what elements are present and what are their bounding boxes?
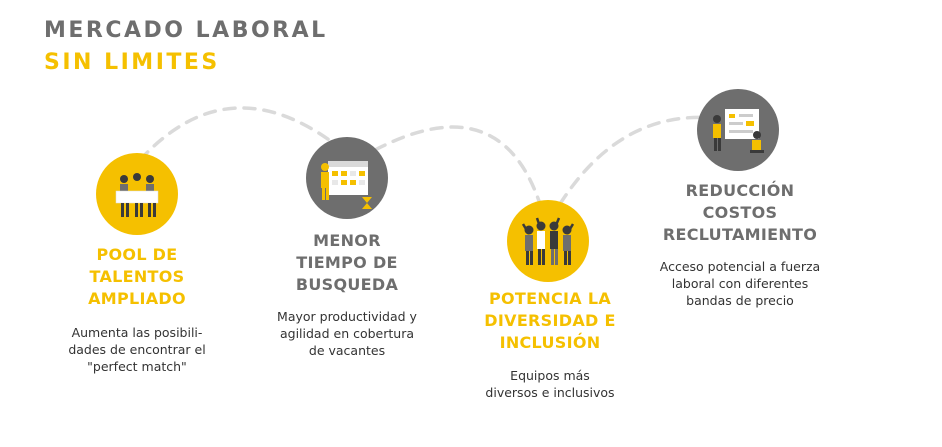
title-line-1: MERCADO LABORAL [44, 18, 328, 43]
menor-tiempo-description: Mayor productividad y agilidad en cobert… [277, 309, 417, 358]
menor-tiempo-circle [306, 137, 388, 219]
pool-talentos-title: POOL DE TALENTOS AMPLIADO [88, 245, 186, 308]
diverse-group-icon [507, 200, 589, 282]
title-line-2: SIN LIMITES [44, 50, 220, 75]
reduccion-costos-title: REDUCCIÓN COSTOS RECLUTAMIENTO [662, 181, 818, 244]
diversidad-description: Equipos más diversos e inclusivos [485, 368, 615, 400]
team-holding-sign-icon [96, 153, 178, 235]
presentation-board-icon [697, 89, 779, 171]
calendar-hourglass-icon [306, 137, 388, 219]
pool-talentos-circle [96, 153, 178, 235]
reduccion-costos-circle [697, 89, 779, 171]
menor-tiempo-title: MENOR TIEMPO DE BUSQUEDA [295, 231, 399, 294]
reduccion-costos-description: Acceso potencial a fuerza laboral con di… [659, 259, 821, 308]
pool-talentos-description: Aumenta las posibili- dades de encontrar… [68, 325, 206, 374]
diversidad-circle [507, 200, 589, 282]
page-title: MERCADO LABORAL SIN LIMITES [44, 20, 328, 74]
diversidad-title: POTENCIA LA DIVERSIDAD E INCLUSIÓN [484, 289, 616, 352]
